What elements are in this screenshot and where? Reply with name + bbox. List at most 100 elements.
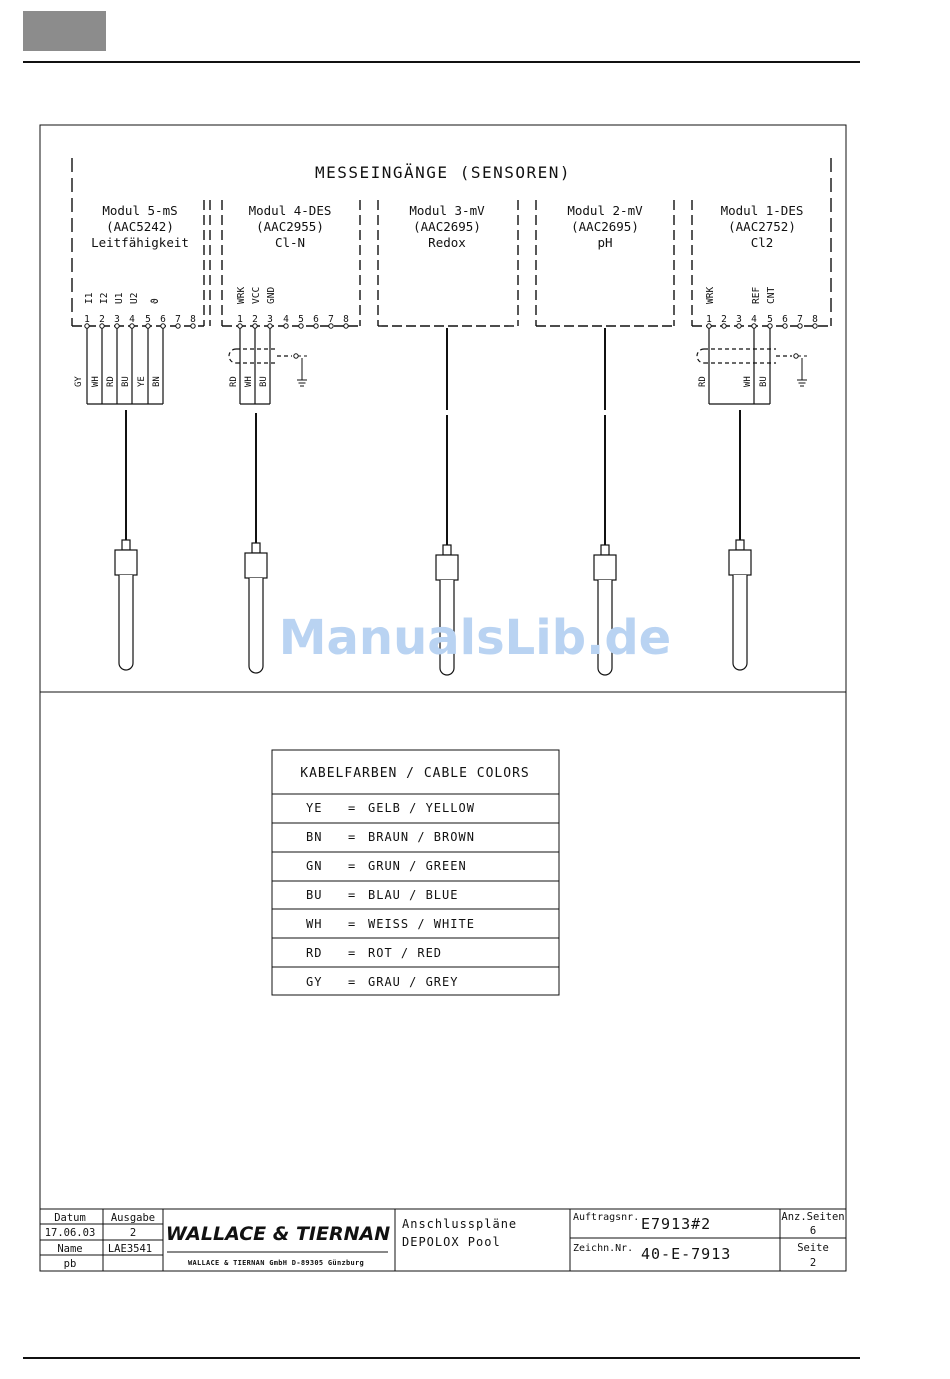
wire-label: YE — [137, 376, 147, 387]
terminal-number: 4 — [283, 314, 289, 325]
terminal-label-u1: U1 — [114, 292, 125, 304]
wire-label: BN — [152, 376, 162, 387]
terminal-label-gnd: GND — [266, 287, 277, 304]
color-name: WEISS / WHITE — [368, 917, 475, 931]
module-5-line2: (AAC5242) — [106, 219, 174, 234]
terminal-number: 2 — [252, 314, 258, 325]
color-code: WH — [306, 917, 322, 931]
wire-label: RD — [229, 376, 239, 387]
seite-label: Seite — [797, 1242, 829, 1254]
terminal-number: 2 — [721, 314, 727, 325]
terminal-number: 4 — [129, 314, 135, 325]
terminal-label-cnt: CNT — [766, 287, 777, 304]
datum-label: Datum — [54, 1212, 86, 1224]
terminal-label-u2: U2 — [129, 293, 140, 304]
terminal-number: 8 — [343, 314, 349, 325]
color-eq: = — [348, 975, 356, 989]
header-tab-block — [23, 11, 106, 51]
terminal-number: 6 — [782, 314, 788, 325]
description-line1: Anschlusspläne — [402, 1217, 517, 1231]
color-eq: = — [348, 801, 356, 815]
module-5-line3: Leitfähigkeit — [91, 235, 189, 250]
chlorine-n-probe — [244, 412, 268, 674]
title-block — [40, 1208, 846, 1271]
module-3-line3: Redox — [428, 235, 466, 250]
color-name: ROT / RED — [368, 946, 442, 960]
ausgabe-label: Ausgabe — [111, 1212, 155, 1224]
terminal-number: 3 — [736, 314, 742, 325]
module-5-cable — [86, 328, 164, 405]
module-1-line2: (AAC2752) — [728, 219, 796, 234]
name-value: LAE3541 — [108, 1243, 152, 1255]
terminal-label-i1: I1 — [84, 292, 95, 304]
wire-label: WH — [244, 376, 254, 387]
module-1-line3: Cl2 — [751, 235, 774, 250]
watermark: ManualsLib.de — [279, 610, 671, 666]
cable-colors-table: KABELFARBEN / CABLE COLORS YE = GELB / Y… — [271, 749, 560, 996]
conductivity-probe — [114, 409, 138, 671]
anz-seiten-label: Anz.Seiten — [781, 1211, 844, 1223]
module-1-cable — [696, 328, 792, 405]
terminal-label-vcc: VCC — [251, 287, 262, 304]
color-name: GRUN / GREEN — [368, 859, 467, 873]
terminal-number: 5 — [145, 314, 151, 325]
terminal-number: 3 — [114, 314, 120, 325]
wire-label: BU — [259, 376, 269, 387]
color-code: YE — [306, 801, 322, 815]
terminal-number: 7 — [328, 314, 334, 325]
terminal-number: 1 — [706, 314, 712, 325]
terminal-number: 1 — [84, 314, 90, 325]
module-2-line2: (AAC2695) — [571, 219, 639, 234]
wire-label: RD — [106, 376, 116, 387]
zeichn-label: Zeichn.Nr. — [573, 1243, 633, 1254]
module-4-cable — [228, 328, 292, 405]
module-4-line1: Modul 4-DES — [249, 203, 332, 218]
color-code: GY — [306, 975, 322, 989]
wire-label: WH — [743, 376, 753, 387]
terminal-number: 5 — [298, 314, 304, 325]
module-3-line1: Modul 3-mV — [409, 203, 485, 218]
name-label: Name — [57, 1243, 82, 1255]
terminal-number: 8 — [190, 314, 196, 325]
color-code: BN — [306, 830, 322, 844]
ausgabe-value: 2 — [130, 1227, 136, 1239]
color-code: GN — [306, 859, 322, 873]
ground-symbol — [796, 367, 808, 387]
seite-value: 2 — [810, 1257, 816, 1269]
color-eq: = — [348, 917, 356, 931]
cable-colors-title: KABELFARBEN / CABLE COLORS — [300, 766, 530, 781]
module-2-line3: pH — [597, 235, 612, 250]
zeichn-value: 40-E-7913 — [641, 1245, 731, 1263]
color-code: RD — [306, 946, 322, 960]
module-2-line1: Modul 2-mV — [567, 203, 643, 218]
auftrag-label: Auftragsnr. — [573, 1212, 639, 1223]
color-eq: = — [348, 946, 356, 960]
wire-label: BU — [121, 376, 131, 387]
color-eq: = — [348, 859, 356, 873]
module-1-line1: Modul 1-DES — [721, 203, 804, 218]
ground-symbol — [296, 367, 308, 387]
company-logo: WALLACE & TIERNAN — [166, 1223, 390, 1245]
wire-label: BU — [759, 376, 769, 387]
bottom-rule — [23, 1357, 860, 1359]
name2-value: pb — [64, 1258, 77, 1270]
terminal-number: 5 — [767, 314, 773, 325]
description-line2: DEPOLOX Pool — [402, 1235, 501, 1249]
chlorine-probe — [728, 409, 752, 671]
auftrag-value: E7913#2 — [641, 1215, 711, 1233]
module-3-line2: (AAC2695) — [413, 219, 481, 234]
color-name: BLAU / BLUE — [368, 888, 458, 902]
anz-seiten-value: 6 — [810, 1225, 816, 1237]
drawing-frame — [39, 124, 847, 1272]
terminal-number: 6 — [313, 314, 319, 325]
datum-value: 17.06.03 — [45, 1227, 96, 1239]
sensor-inputs-boundary — [71, 158, 832, 327]
terminal-number: 6 — [160, 314, 166, 325]
terminal-number: 7 — [797, 314, 803, 325]
terminal-label-wrk: WRK — [236, 287, 247, 304]
color-name: GELB / YELLOW — [368, 801, 475, 815]
module-4-line3: Cl-N — [275, 235, 305, 250]
company-address: WALLACE & TIERNAN GmbH D-89305 Günzburg — [188, 1259, 364, 1267]
wire-label: WH — [91, 376, 101, 387]
